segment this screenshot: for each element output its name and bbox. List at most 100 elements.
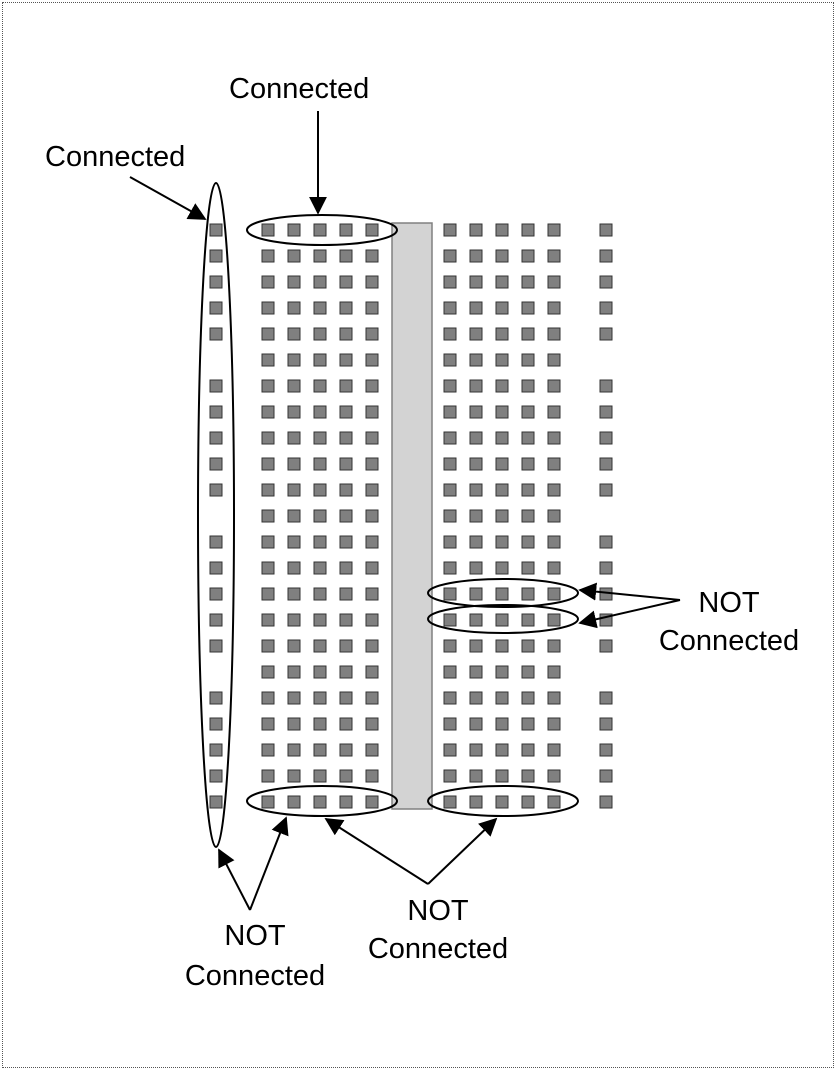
left-strip-hole xyxy=(365,665,379,679)
left-strip-hole xyxy=(261,275,275,289)
right-strip-hole xyxy=(547,379,561,393)
right-strip-hole xyxy=(547,535,561,549)
center-channel xyxy=(391,222,433,810)
left-strip-hole xyxy=(261,769,275,783)
left-strip-hole xyxy=(313,405,327,419)
right-strip-hole xyxy=(495,561,509,575)
right-strip-hole xyxy=(495,301,509,315)
bottom-left-strip-oval xyxy=(246,785,398,817)
left-strip-hole xyxy=(339,613,353,627)
right-strip-hole xyxy=(521,587,535,601)
right-strip-hole xyxy=(547,665,561,679)
left-strip-hole xyxy=(365,405,379,419)
pointer-arrows xyxy=(129,111,681,911)
right-strip-hole xyxy=(469,301,483,315)
left-strip-hole xyxy=(365,431,379,445)
right-strip-hole xyxy=(495,795,509,809)
left-strip-hole xyxy=(261,327,275,341)
left-strip-hole xyxy=(365,275,379,289)
left-strip-hole xyxy=(365,613,379,627)
left-strip-hole xyxy=(313,613,327,627)
left-strip-hole xyxy=(313,665,327,679)
right-strip-hole xyxy=(547,587,561,601)
middle-right-strip-oval-2 xyxy=(427,604,579,634)
label-not-connected-right: NOT Connected xyxy=(658,587,800,657)
right-rail-hole xyxy=(599,743,613,757)
right-strip-hole xyxy=(547,509,561,523)
right-rail-hole xyxy=(599,379,613,393)
right-rail-hole xyxy=(599,795,613,809)
right-strip-hole xyxy=(469,561,483,575)
right-strip-hole xyxy=(495,639,509,653)
right-strip-hole xyxy=(443,483,457,497)
right-strip-hole xyxy=(443,587,457,601)
right-strip-hole xyxy=(521,769,535,783)
left-rail-hole xyxy=(209,743,223,757)
left-strip-hole xyxy=(313,275,327,289)
right-strip-hole xyxy=(521,249,535,263)
left-strip-hole xyxy=(339,275,353,289)
left-strip-hole xyxy=(365,223,379,237)
left-strip-hole xyxy=(313,795,327,809)
right-strip-hole xyxy=(547,743,561,757)
arrow-not-connected-right-2 xyxy=(578,599,681,629)
left-rail-hole xyxy=(209,561,223,575)
left-strip-hole xyxy=(365,717,379,731)
left-strip-hole xyxy=(287,249,301,263)
left-strip-hole xyxy=(287,275,301,289)
right-strip-hole xyxy=(547,613,561,627)
left-strip-hole xyxy=(339,509,353,523)
right-strip-hole xyxy=(547,561,561,575)
right-strip-hole xyxy=(495,379,509,393)
arrow-not-connected-right-1 xyxy=(578,582,681,601)
left-strip-hole xyxy=(313,379,327,393)
right-strip-hole xyxy=(469,769,483,783)
breadboard-holes xyxy=(209,223,613,809)
right-strip-hole xyxy=(547,223,561,237)
right-strip-hole xyxy=(443,353,457,367)
right-strip-hole xyxy=(469,691,483,705)
left-strip-hole xyxy=(339,223,353,237)
left-strip-hole xyxy=(287,717,301,731)
right-strip-hole xyxy=(443,405,457,419)
left-strip-hole xyxy=(339,483,353,497)
right-strip-hole xyxy=(521,353,535,367)
arrow-connected-left xyxy=(129,176,207,220)
left-strip-hole xyxy=(261,457,275,471)
left-strip-hole xyxy=(261,223,275,237)
right-strip-hole xyxy=(443,327,457,341)
left-strip-hole xyxy=(287,795,301,809)
right-strip-hole xyxy=(547,405,561,419)
right-strip-hole xyxy=(443,275,457,289)
left-strip-hole xyxy=(339,535,353,549)
left-strip-hole xyxy=(313,249,327,263)
left-strip-hole xyxy=(261,249,275,263)
right-strip-hole xyxy=(443,691,457,705)
left-strip-hole xyxy=(365,457,379,471)
middle-right-strip-oval-1 xyxy=(427,578,579,608)
arrow-bottom-left-to-strip xyxy=(249,816,289,911)
right-strip-hole xyxy=(547,353,561,367)
left-strip-hole xyxy=(287,743,301,757)
left-rail-hole xyxy=(209,769,223,783)
left-strip-hole xyxy=(261,639,275,653)
right-strip-hole xyxy=(443,249,457,263)
right-strip-hole xyxy=(469,795,483,809)
right-strip-hole xyxy=(469,223,483,237)
right-strip-hole xyxy=(521,535,535,549)
left-strip-hole xyxy=(261,795,275,809)
right-rail-hole xyxy=(599,431,613,445)
left-strip-hole xyxy=(261,613,275,627)
left-strip-hole xyxy=(261,743,275,757)
left-strip-hole xyxy=(339,587,353,601)
left-rail-oval xyxy=(197,182,235,848)
right-strip-hole xyxy=(521,275,535,289)
right-strip-hole xyxy=(469,717,483,731)
left-rail-hole xyxy=(209,483,223,497)
left-strip-hole xyxy=(261,483,275,497)
left-strip-hole xyxy=(261,379,275,393)
right-rail-hole xyxy=(599,561,613,575)
left-strip-hole xyxy=(313,639,327,653)
right-strip-hole xyxy=(521,405,535,419)
left-strip-hole xyxy=(313,223,327,237)
